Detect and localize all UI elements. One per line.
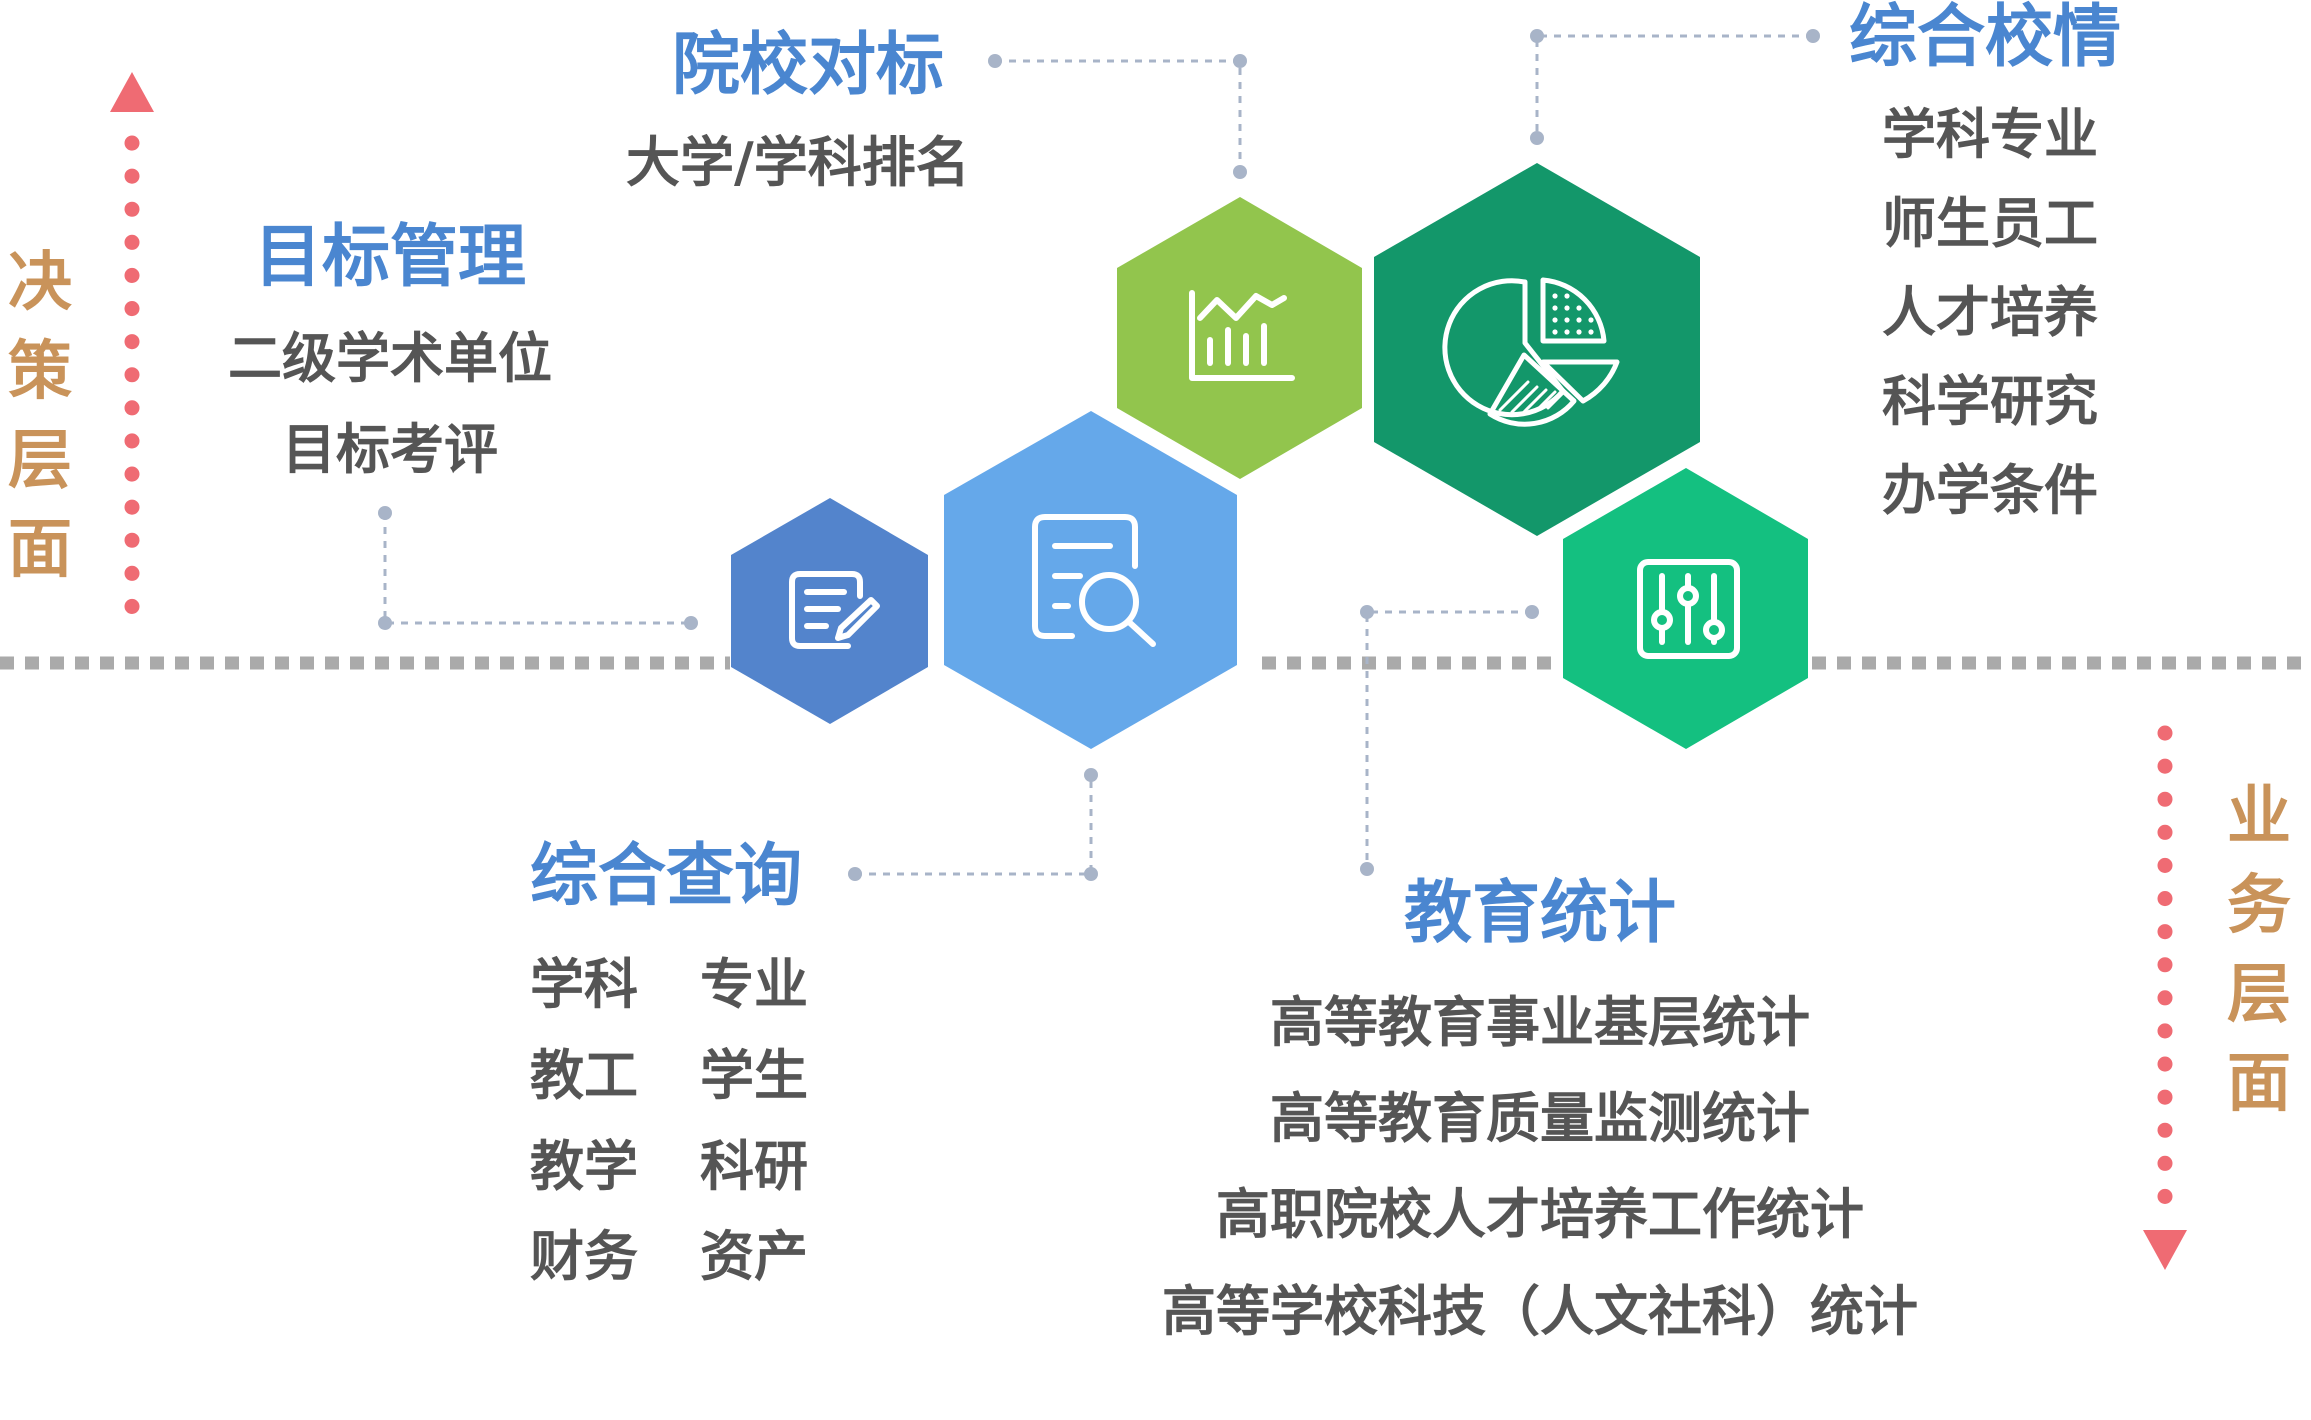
decision-level-arrow (110, 72, 154, 620)
overview-item-conditions: 办学条件 (1882, 459, 2098, 522)
query-title: 综合查询 (530, 837, 803, 916)
query-item-discipline: 学科 (530, 953, 638, 1016)
hexagon-pie (1374, 163, 1700, 536)
target-item-evaluation: 目标考评 (282, 418, 498, 481)
business-level-arrow (2143, 725, 2187, 1270)
query-item-major: 专业 (700, 953, 808, 1016)
statistics-item-technology: 高等学校科技（人文社科）统计 (1162, 1280, 1918, 1343)
overview-item-disciplines: 学科专业 (1882, 103, 2098, 166)
leader-target (378, 506, 698, 630)
statistics-title: 教育统计 (1403, 874, 1676, 953)
sliders-icon (1637, 559, 1740, 659)
query-item-assets: 资产 (700, 1225, 808, 1288)
overview-item-research: 科学研究 (1882, 370, 2098, 433)
hexagon-edit (731, 498, 928, 724)
bar-chart-icon (1189, 290, 1295, 381)
leader-query (848, 768, 1098, 881)
benchmark-item-ranking: 大学/学科排名 (626, 131, 970, 194)
edit-document-icon (789, 571, 880, 649)
overview-item-talent: 人才培养 (1882, 281, 2098, 344)
statistics-item-vocational: 高职院校人才培养工作统计 (1216, 1183, 1864, 1246)
hexagon-sliders (1563, 468, 1808, 749)
benchmark-title: 院校对标 (672, 26, 945, 105)
leader-overview (1530, 29, 1820, 145)
query-item-teaching: 教学 (530, 1135, 638, 1198)
statistics-item-quality: 高等教育质量监测统计 (1270, 1087, 1810, 1150)
leader-benchmark (988, 54, 1247, 179)
document-search-icon (1032, 514, 1156, 647)
hexagon-chart (1117, 197, 1362, 479)
target-item-units: 二级学术单位 (228, 327, 552, 390)
statistics-item-basic: 高等教育事业基层统计 (1270, 991, 1810, 1054)
decision-level-label: 决策层面 (8, 246, 72, 587)
business-level-label: 业务层面 (2227, 780, 2291, 1121)
query-item-faculty: 教工 (530, 1044, 638, 1107)
overview-item-staff: 师生员工 (1882, 192, 2098, 255)
hexagon-search (944, 411, 1237, 749)
overview-title: 综合校情 (1849, 0, 2122, 77)
pie-chart-icon (1442, 277, 1620, 427)
query-item-students: 学生 (700, 1044, 808, 1107)
query-item-finance: 财务 (530, 1225, 638, 1288)
leader-statistics (1360, 605, 1539, 876)
target-title: 目标管理 (253, 218, 526, 297)
query-item-research: 科研 (700, 1135, 808, 1198)
